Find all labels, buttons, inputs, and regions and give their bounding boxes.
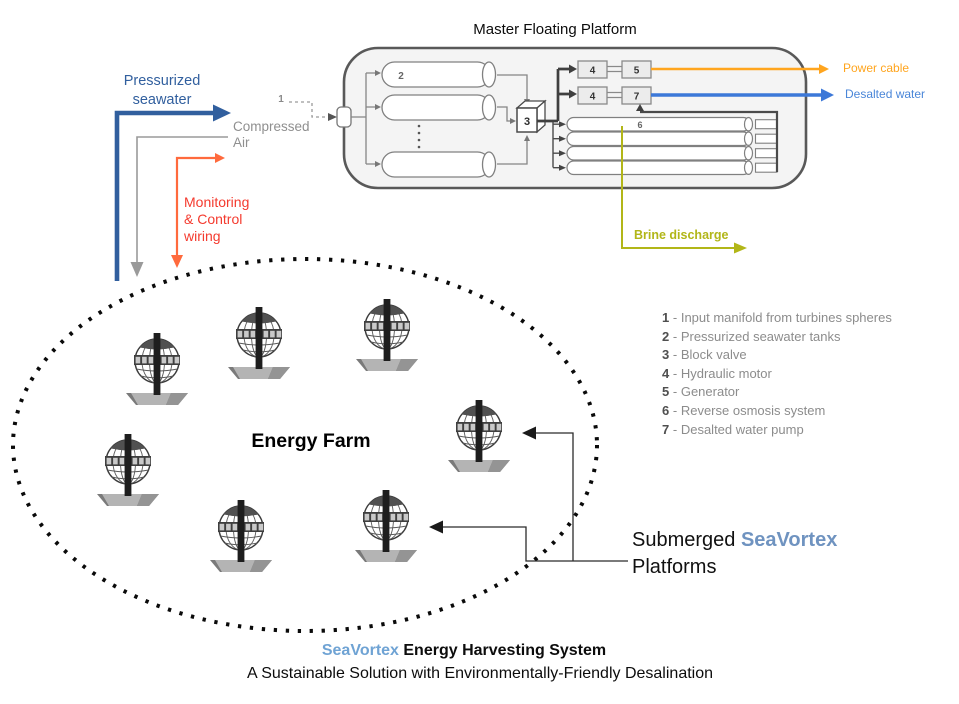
footer-title: SeaVortex Energy Harvesting System <box>321 642 607 659</box>
footer-subtitle: A Sustainable Solution with Environmenta… <box>246 665 714 682</box>
monitoring-wiring-line <box>171 153 225 268</box>
label-2: 2 <box>398 71 404 82</box>
brine-discharge-line <box>621 126 747 254</box>
input-manifold: 1 <box>278 94 352 128</box>
arrowhead-icon <box>569 89 577 99</box>
legend-item: 6 - Reverse osmosis system <box>662 402 826 418</box>
arrowhead-icon <box>559 121 566 128</box>
brand-name: SeaVortex <box>321 642 399 659</box>
reverse-osmosis-system: 6 <box>566 104 779 176</box>
label-4-top: 4 <box>590 66 596 77</box>
arrowhead-icon <box>819 64 829 74</box>
power-cable-label: Power cable <box>843 61 910 75</box>
sphere-icon <box>125 332 189 406</box>
component-legend: 1 - Input manifold from turbines spheres… <box>662 309 892 439</box>
arrowhead-icon <box>171 255 183 268</box>
seawater-tanks: 2 <box>351 61 528 178</box>
pressurized-seawater-label: Pressurized seawater <box>123 73 201 108</box>
arrowhead-icon <box>328 113 337 121</box>
ellipsis-dots-icon <box>417 124 421 149</box>
sphere-icon <box>355 298 419 372</box>
arrowhead-icon <box>215 153 225 163</box>
desalted-water-line <box>651 88 834 102</box>
label-4-bottom: 4 <box>590 92 596 103</box>
platform-title: Master Floating Platform <box>473 21 637 38</box>
arrowhead-icon <box>130 262 144 277</box>
arrowhead-icon <box>559 150 566 157</box>
label-6: 6 <box>637 120 642 130</box>
arrowhead-icon <box>522 426 536 440</box>
desalted-water-label: Desalted water <box>845 87 926 101</box>
arrowhead-icon <box>569 64 577 74</box>
arrowhead-icon <box>734 242 747 254</box>
legend-item: 5 - Generator <box>662 384 740 400</box>
compressed-air-label: Compressed Air <box>233 119 310 150</box>
brine-discharge-label: Brine discharge <box>634 228 729 242</box>
pressurized-seawater-line <box>114 104 231 281</box>
compressed-air-line <box>130 136 228 277</box>
arrowhead-icon <box>375 104 381 110</box>
sphere-icon <box>447 399 511 473</box>
energy-farm-label: Energy Farm <box>251 430 371 452</box>
sphere-icon <box>96 433 160 507</box>
arrowhead-icon <box>524 135 530 141</box>
power-cable-line <box>651 64 829 74</box>
arrowhead-icon <box>636 104 644 111</box>
legend-item: 7 - Desalted water pump <box>662 421 804 437</box>
arrowhead-icon <box>510 118 516 124</box>
label-3: 3 <box>524 116 530 128</box>
legend-item: 4 - Hydraulic motor <box>662 365 772 381</box>
sphere-icon <box>227 306 291 380</box>
label-7: 7 <box>634 92 640 103</box>
arrowhead-icon <box>559 135 566 142</box>
motor-generator-units: 4 5 4 7 <box>577 60 652 105</box>
arrowhead-icon <box>375 70 381 76</box>
pressure-distribution <box>537 64 577 171</box>
block-valve: 3 <box>510 99 547 141</box>
sphere-icon <box>354 489 418 563</box>
label-5: 5 <box>634 66 640 77</box>
arrowhead-icon <box>559 164 566 171</box>
sphere-icon <box>209 499 273 573</box>
arrowhead-icon <box>213 104 231 122</box>
arrowhead-icon <box>429 520 443 534</box>
legend-item: 3 - Block valve <box>662 347 747 363</box>
legend-item: 2 - Pressurized seawater tanks <box>662 328 841 344</box>
energy-farm-boundary <box>11 257 599 633</box>
callout-leader-lines <box>429 426 628 562</box>
arrowhead-icon <box>375 161 381 167</box>
brand-name: SeaVortex <box>740 529 838 551</box>
monitoring-wiring-label: Monitoring & Control wiring <box>184 194 250 244</box>
legend-item: 1 - Input manifold from turbines spheres <box>662 310 892 325</box>
label-1: 1 <box>278 94 284 105</box>
submerged-platforms-callout: Submerged SeaVortex Platforms <box>632 529 838 578</box>
arrowhead-icon <box>821 88 834 102</box>
